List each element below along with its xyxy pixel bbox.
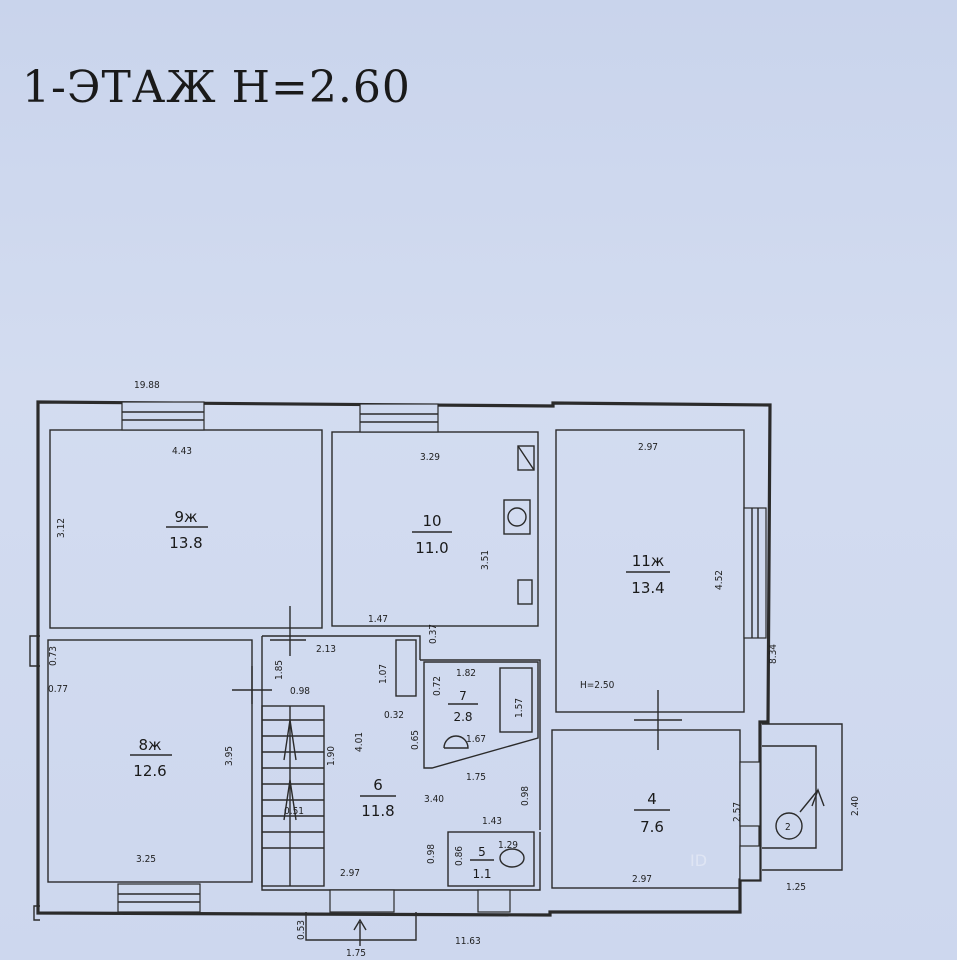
room-10-number: 10 [422, 512, 441, 530]
window-4a [739, 761, 761, 827]
room-9-number: 9ж [174, 508, 197, 526]
dim-corr-e: 1.85 [274, 660, 285, 680]
height-note: H=2.50 [580, 680, 615, 691]
dim-r5-d: 0.98 [426, 844, 437, 864]
window-4b [739, 845, 761, 881]
dim-r10-width: 3.29 [420, 452, 440, 463]
window-8 [117, 883, 201, 913]
dim-r8-a: 0.73 [48, 646, 59, 666]
dim-corr-a: 2.13 [316, 644, 336, 655]
dim-r8-width: 3.25 [136, 854, 156, 865]
dim-r5-a: 1.43 [482, 816, 502, 827]
entrance-porch [305, 723, 843, 946]
room-4-number: 4 [647, 790, 657, 808]
window-10 [359, 403, 439, 433]
dim-r6-a: 4.01 [354, 732, 365, 752]
dim-r6-c: 3.40 [424, 794, 444, 805]
room-5-number: 5 [478, 845, 486, 859]
dim-porch-a: 0.53 [296, 920, 307, 940]
room-7-number: 7 [459, 689, 467, 703]
dim-corr-c: 1.07 [378, 664, 389, 684]
room-8-outline [47, 639, 253, 883]
room-6-area: 11.8 [361, 802, 394, 820]
dim-r8-b: 0.77 [48, 684, 68, 695]
room-6-number: 6 [373, 776, 383, 794]
dim-right-height: 8.34 [768, 644, 779, 664]
dimension-labels: 19.88 11.63 8.34 4.43 3.12 3.29 3.51 2.9… [48, 380, 861, 959]
dim-r4-width: 2.97 [632, 874, 652, 885]
dim-r5-b: 1.29 [498, 840, 518, 851]
window-9 [121, 401, 205, 431]
room-8-number: 8ж [138, 736, 161, 754]
page-title: 1-ЭТАЖ H=2.60 [22, 62, 411, 113]
dim-corr-d: 0.37 [428, 624, 439, 644]
dim-r9-width: 4.43 [172, 446, 192, 457]
room-10-area: 11.0 [415, 539, 448, 557]
dim-r11-height: 4.52 [714, 570, 725, 590]
dim-r5-c: 0.86 [454, 846, 465, 866]
dim-overall-bottom: 11.63 [455, 936, 481, 947]
window-11 [743, 507, 767, 639]
room-7-outline [423, 661, 539, 769]
dim-corr-b: 1.47 [368, 614, 388, 625]
room-11-area: 13.4 [631, 579, 664, 597]
dim-r6-d: 0.51 [284, 806, 304, 817]
room-4-area: 7.6 [640, 818, 664, 836]
room-4-outline [551, 729, 741, 889]
room-labels: 9ж 13.8 10 11.0 11ж 13.4 8ж 12.6 7 2.8 6… [130, 508, 670, 881]
room-9-area: 13.8 [169, 534, 202, 552]
room-5-area: 1.1 [472, 867, 491, 881]
dim-r7-e: 1.67 [466, 734, 486, 745]
dim-r6-g: 2.97 [340, 868, 360, 879]
staircase [261, 705, 325, 887]
dim-r11-width: 2.97 [638, 442, 658, 453]
dim-r9-height: 3.12 [56, 518, 67, 538]
room-7-area: 2.8 [453, 710, 472, 724]
dim-r8-height: 3.95 [224, 746, 235, 766]
dim-r7-f: 0.65 [410, 730, 421, 750]
dim-r10-height: 3.51 [480, 550, 491, 570]
dim-r4-height: 2.57 [732, 802, 743, 822]
dim-porch-b: 1.75 [346, 948, 366, 959]
windows [117, 401, 767, 913]
dim-corr-f: 0.98 [290, 686, 310, 697]
room-5-outline [447, 831, 535, 887]
dim-r7-c: 1.57 [514, 698, 525, 718]
dim-overall-top: 19.88 [134, 380, 160, 391]
window-6 [329, 889, 395, 913]
dim-r7-a: 1.82 [456, 668, 476, 679]
dim-r6-f: 0.98 [520, 786, 531, 806]
outer-walls [29, 400, 772, 921]
room-11-number: 11ж [632, 552, 665, 570]
room-8-area: 12.6 [133, 762, 166, 780]
stair-marker-number: 2 [785, 822, 791, 833]
window-5 [477, 889, 511, 913]
watermark-text: ID [690, 851, 707, 870]
dim-r6-b: 1.90 [326, 746, 337, 766]
dim-porch-d: 2.40 [850, 796, 861, 816]
dim-r6-e: 1.75 [466, 772, 486, 783]
dim-r7-d: 0.32 [384, 710, 404, 721]
stair-marker-circle [775, 812, 803, 840]
room-9-outline [49, 429, 323, 629]
dim-r7-b: 0.72 [432, 676, 443, 696]
dim-porch-c: 1.25 [786, 882, 806, 893]
